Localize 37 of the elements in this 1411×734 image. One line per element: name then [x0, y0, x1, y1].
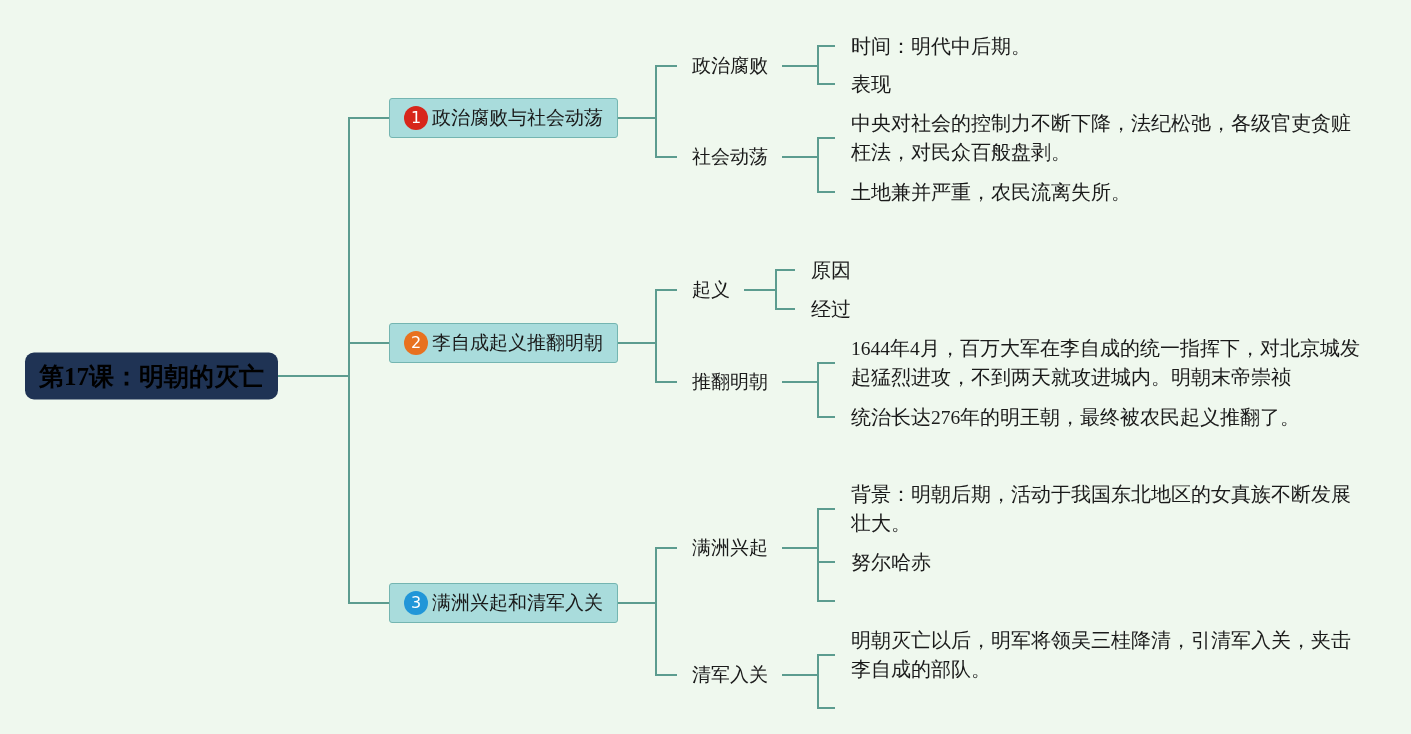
subtopic-label: 起义 — [677, 275, 744, 305]
topic-label: 满洲兴起和清军入关 — [432, 590, 603, 615]
connector-line — [617, 342, 678, 383]
note-text: 经过 — [795, 294, 851, 324]
note-text: 背景：明朝后期，活动于我国东北地区的女真族不断发展壮大。 — [835, 480, 1365, 538]
note-text: 时间：明代中后期。 — [835, 31, 1031, 61]
connector-line — [781, 156, 836, 193]
subtopic-label: 社会动荡 — [677, 142, 782, 172]
number-badge: 3 — [404, 591, 428, 615]
topic-label: 李自成起义推翻明朝 — [432, 330, 603, 355]
subtopic-label: 推翻明朝 — [677, 367, 782, 397]
topic-label: 政治腐败与社会动荡 — [432, 105, 603, 130]
connector-line — [277, 375, 390, 604]
connector-line — [781, 381, 836, 418]
note-text: 努尔哈赤 — [835, 547, 931, 577]
note-text: 表现 — [835, 69, 891, 99]
note-text: 原因 — [795, 255, 851, 285]
note-text: 明朝灭亡以后，明军将领吴三桂降清，引清军入关，夹击李自成的部队。 — [835, 626, 1365, 684]
connector-line — [743, 289, 796, 310]
note-text: 1644年4月，百万大军在李自成的统一指挥下，对北京城发起猛烈进攻，不到两天就攻进城内。明朝末帝崇祯 — [835, 334, 1365, 392]
connector-line — [781, 547, 836, 602]
number-badge: 2 — [404, 331, 428, 355]
central-topic: 第17课：明朝的灭亡 — [25, 352, 278, 400]
note-text: 中央对社会的控制力不断下降，法纪松弛，各级官吏贪赃枉法，对民众百般盘剥。 — [835, 109, 1365, 167]
connector-line — [617, 602, 678, 676]
note-text: 土地兼并严重，农民流离失所。 — [835, 177, 1131, 207]
subtopic-label: 清军入关 — [677, 660, 782, 690]
topic-box — [389, 98, 618, 138]
subtopic-label: 满洲兴起 — [677, 533, 782, 563]
connector-line — [617, 117, 678, 158]
subtopic-label: 政治腐败 — [677, 51, 782, 81]
note-text: 统治长达276年的明王朝，最终被农民起义推翻了。 — [835, 402, 1301, 432]
number-badge: 1 — [404, 106, 428, 130]
connector-line — [781, 674, 836, 709]
topic-box — [389, 583, 618, 623]
connector-line — [781, 65, 836, 85]
topic-box — [389, 323, 618, 363]
